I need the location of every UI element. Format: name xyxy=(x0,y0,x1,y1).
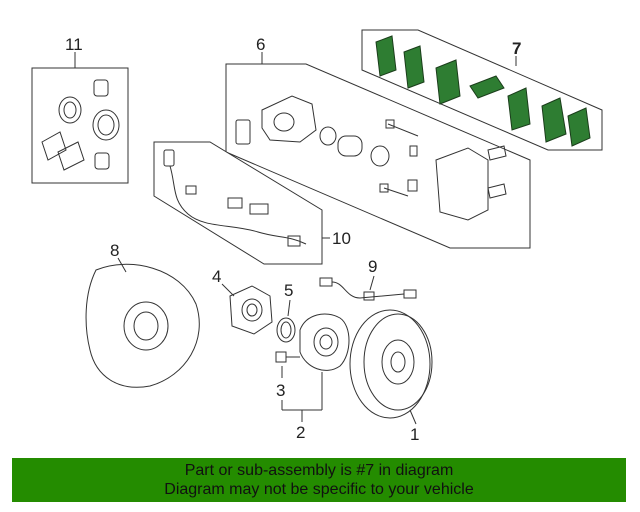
part-3-hub-bolt[interactable] xyxy=(275,351,300,378)
callout-3: 3 xyxy=(276,381,285,400)
part-group-10[interactable] xyxy=(153,141,330,265)
callout-8: 8 xyxy=(110,241,119,260)
part-group-6[interactable] xyxy=(225,52,531,249)
callout-10: 10 xyxy=(332,229,351,248)
part-group-11[interactable] xyxy=(31,52,129,184)
callout-6: 6 xyxy=(256,35,265,54)
callout-11: 11 xyxy=(65,35,83,54)
part-1-brake-disc[interactable] xyxy=(349,309,433,425)
part-group-7-brake-pads[interactable] xyxy=(361,29,603,151)
callout-2: 2 xyxy=(296,423,305,442)
part-4-hub-bearing[interactable] xyxy=(221,283,273,335)
callout-2-bracket xyxy=(281,400,322,422)
info-banner: Part or sub-assembly is #7 in diagram Di… xyxy=(12,458,626,502)
callout-4: 4 xyxy=(212,267,221,286)
part-5-snap-ring[interactable] xyxy=(276,299,296,343)
part-2-hub-flange[interactable] xyxy=(299,313,350,410)
callout-9: 9 xyxy=(368,257,377,276)
parts-diagram: 11 6 7 xyxy=(31,29,603,444)
callout-7: 7 xyxy=(512,39,521,58)
banner-line-1: Part or sub-assembly is #7 in diagram xyxy=(184,462,454,479)
callout-5: 5 xyxy=(284,281,293,300)
banner-line-2: Diagram may not be specific to your vehi… xyxy=(164,481,474,498)
part-9-brake-hose[interactable] xyxy=(319,275,417,301)
part-8-dust-shield[interactable] xyxy=(85,257,200,388)
callout-1: 1 xyxy=(410,425,419,444)
